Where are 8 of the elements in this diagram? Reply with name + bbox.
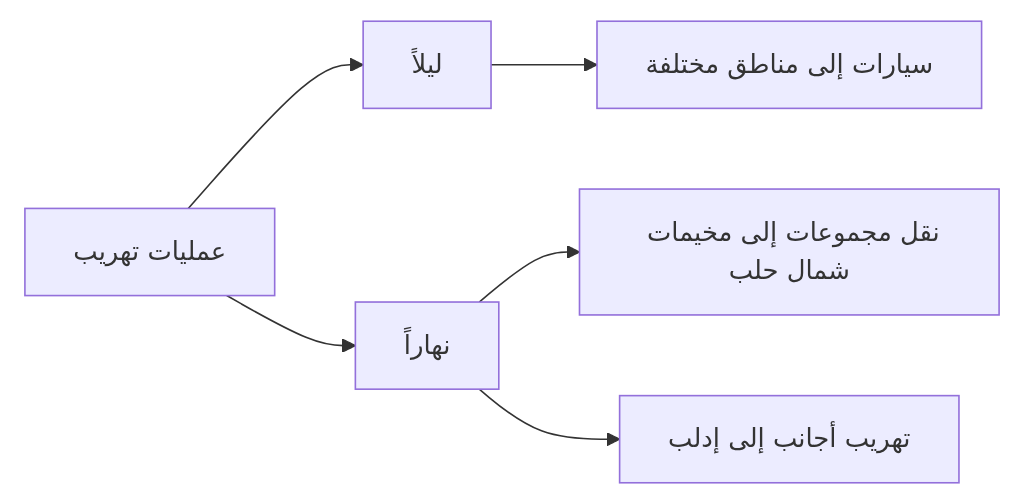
node-box: تهريب أجانب إلى إدلب	[618, 394, 960, 484]
node-box: نقل مجموعات إلى مخيمات شمال حلب	[578, 188, 1000, 316]
arrow	[187, 57, 364, 210]
node-box: نهاراً	[354, 301, 500, 390]
node-box: ليلاً	[362, 20, 492, 110]
node-box: عمليات تهريب	[24, 207, 276, 297]
arrow	[225, 294, 356, 353]
node-box: سيارات إلى مناطق مختلفة	[596, 20, 983, 110]
